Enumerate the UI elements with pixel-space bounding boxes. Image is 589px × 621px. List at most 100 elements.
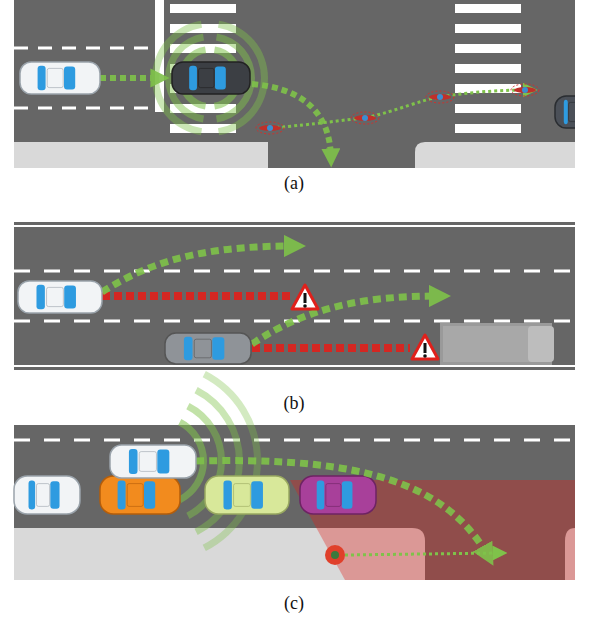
crosswalk-stripe [455, 104, 521, 113]
car [110, 445, 196, 478]
trajectory [270, 90, 530, 128]
car [14, 476, 80, 514]
warning-mark [424, 343, 427, 353]
car-roof [234, 484, 251, 507]
detection-ring [256, 122, 284, 134]
cyclist [437, 94, 443, 100]
car-window [251, 481, 263, 508]
car-window [144, 481, 155, 508]
car-roof [47, 68, 63, 87]
car-window [342, 481, 353, 508]
car-window [215, 66, 226, 89]
road [14, 222, 575, 370]
car-window [64, 66, 75, 89]
car-roof [194, 339, 211, 358]
road [14, 425, 575, 580]
warning-mark [303, 304, 307, 308]
crosswalk-stripe [455, 44, 521, 53]
blocked-path [102, 292, 292, 300]
warning-mark [304, 293, 307, 303]
car-body [110, 445, 196, 478]
detection-ring [511, 84, 539, 96]
motion-arrow [196, 461, 488, 556]
motion-arrow [100, 75, 160, 81]
car-window [50, 481, 59, 508]
car-body [205, 476, 289, 514]
car [300, 476, 376, 514]
truck-cab [528, 326, 554, 362]
car-roof [47, 287, 64, 306]
car-body [165, 333, 251, 364]
car-window [564, 100, 568, 124]
car-body [172, 62, 250, 94]
car-window [36, 285, 44, 309]
car-window [118, 481, 126, 510]
car-roof [127, 484, 143, 507]
car [165, 333, 251, 364]
warning-sign [292, 285, 318, 309]
car-window [29, 481, 36, 510]
sidewalk [415, 142, 575, 168]
warning-sign [412, 335, 438, 359]
car-body [300, 476, 376, 514]
lane-marking [14, 107, 152, 110]
bicycle [259, 125, 281, 131]
panel-label: (b) [284, 393, 305, 414]
sidewalk [14, 142, 268, 168]
car-body [14, 476, 80, 514]
lane-marking [14, 270, 575, 273]
crosswalk-stripe [455, 64, 521, 73]
warning-mark [423, 354, 427, 358]
road-edge [14, 225, 575, 227]
detection-ring [351, 112, 379, 124]
car [100, 476, 180, 514]
car-roof [199, 68, 215, 87]
car [172, 62, 250, 94]
pedestrian [325, 545, 345, 565]
panel-label: (a) [284, 173, 304, 194]
crosswalk-stripe [455, 24, 521, 33]
motion-arrow [252, 84, 331, 158]
cyclist [522, 87, 528, 93]
detection-ring [426, 91, 454, 103]
bicycle [429, 94, 451, 100]
road [14, 0, 575, 168]
lane-change-arrow [252, 296, 440, 344]
cyclist [267, 125, 273, 131]
cyclist [362, 115, 368, 121]
car [18, 281, 102, 313]
car [20, 62, 100, 94]
car-body [20, 62, 100, 94]
panel-label: (c) [284, 593, 304, 614]
lane-marking [14, 47, 152, 50]
bicycle [514, 87, 536, 93]
car-body [18, 281, 102, 313]
trajectory [345, 553, 500, 555]
car-window [212, 337, 224, 359]
lane-marking [14, 320, 575, 323]
car-roof [139, 452, 156, 472]
car-roof [36, 484, 49, 507]
pedestrian [331, 551, 339, 559]
car-window [189, 66, 197, 90]
car-window [38, 66, 46, 90]
lane-change-arrow [102, 246, 295, 292]
margin [575, 0, 589, 168]
blocked-path [252, 344, 410, 352]
crosswalk-stripe [455, 124, 521, 133]
car [205, 476, 289, 514]
car-window [129, 449, 138, 474]
road-edge [14, 365, 575, 367]
crosswalk-stripe [455, 4, 521, 13]
car-window [184, 337, 193, 361]
margin [575, 420, 589, 585]
bicycle [354, 115, 376, 121]
car-body [100, 476, 180, 514]
car-window [64, 285, 76, 308]
crosswalk-stripe [170, 4, 236, 13]
car-window [223, 481, 231, 510]
car-window [157, 450, 169, 474]
car-window [317, 481, 325, 510]
